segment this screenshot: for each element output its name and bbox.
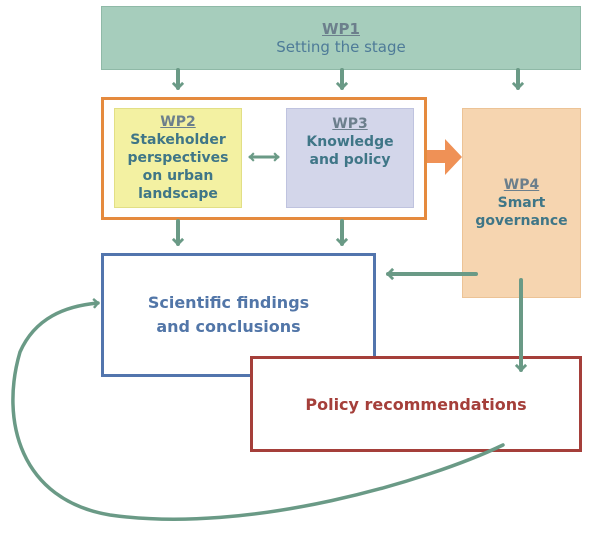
arrow-group-to-wp4: [427, 139, 462, 175]
wp4-label: WP4: [503, 177, 540, 193]
policy-title: Policy recommendations: [305, 394, 527, 414]
wp2-box: WP2 Stakeholder perspectives on urban la…: [114, 108, 242, 208]
wp3-line-1: Knowledge: [306, 134, 394, 150]
wp4-line-2: governance: [475, 213, 568, 229]
arrow-policy-to-scientific-feedback: [11, 297, 505, 522]
wp2-line-2: perspectives: [127, 150, 229, 166]
wp1-label: WP1: [322, 20, 360, 38]
wp1-title: Setting the stage: [276, 38, 406, 56]
wp2-line-3: on urban: [142, 168, 214, 184]
wp4-line-1: Smart: [497, 195, 546, 211]
scientific-line-1: Scientific findings: [147, 293, 310, 312]
policy-recommendations-box: Policy recommendations: [250, 356, 582, 452]
wp2-label: WP2: [160, 114, 196, 130]
scientific-findings-box: Scientific findings and conclusions: [101, 253, 376, 377]
wp2-line-4: landscape: [138, 186, 218, 202]
wp2-line-1: Stakeholder: [130, 132, 226, 148]
wp1-box: WP1 Setting the stage: [101, 6, 581, 70]
wp3-box: WP3 Knowledge and policy: [286, 108, 414, 208]
wp3-label: WP3: [332, 116, 368, 132]
scientific-line-2: and conclusions: [156, 317, 301, 336]
wp3-line-2: and policy: [309, 152, 391, 168]
